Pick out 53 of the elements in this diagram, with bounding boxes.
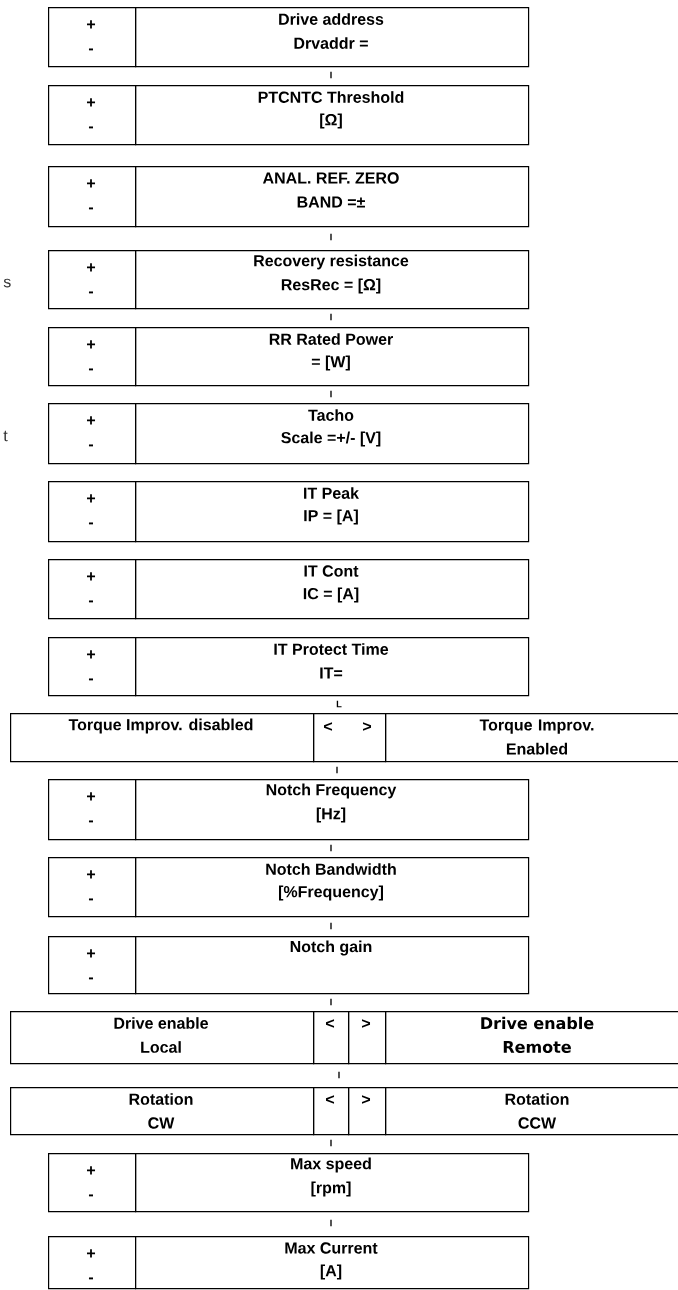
plus-minus-cell: + - — [48, 1236, 137, 1290]
tick-mark-label: I — [330, 390, 332, 398]
parameter-box: Notch Frequency [Hz] — [135, 779, 530, 841]
text-fragment: t — [3, 430, 8, 442]
tick-mark-label: I — [330, 233, 332, 241]
plus-minus-cell: + - — [48, 779, 137, 841]
plus-minus-cell: + - — [48, 936, 137, 995]
tick-mark-label: L — [336, 700, 342, 708]
option-box: Drive enable Remote — [385, 1011, 678, 1065]
parameter-box: Max speed [rpm] — [135, 1153, 530, 1213]
parameter-box: IT Cont IC = [A] — [135, 559, 530, 620]
tick-mark-label: I — [330, 1139, 332, 1147]
plus-minus-cell: + - — [48, 403, 137, 465]
parameter-box: IT Protect Time IT= — [135, 637, 530, 697]
parameter-box: Recovery resistance ResRec = [Ω] — [135, 250, 530, 310]
plus-minus-cell: + - — [48, 327, 137, 387]
text-fragment: s — [3, 278, 11, 288]
tick-mark-label: I — [330, 1219, 332, 1227]
parameter-box: Notch Bandwidth [%Frequency] — [135, 857, 530, 918]
parameter-box: Max Current [A] — [135, 1236, 530, 1290]
plus-minus-cell: + - — [48, 1153, 137, 1213]
parameter-box: ANAL. REF. ZERO BAND =± — [135, 166, 530, 228]
plus-minus-cell: + - — [48, 559, 137, 620]
tick-mark-label: I — [336, 766, 338, 774]
option-box: Torque Improv. Enabled — [385, 713, 678, 763]
parameter-box: RR Rated Power = [W] — [135, 327, 530, 387]
tick-mark-label: I — [330, 844, 332, 852]
plus-minus-cell: + - — [48, 481, 137, 543]
arrow-key-cell: > — [348, 1011, 387, 1065]
arrow-key-cell: < > — [313, 713, 387, 763]
tick-mark-label: I — [330, 998, 332, 1006]
option-box: Torque Improv. disabled — [10, 713, 315, 763]
parameter-box: Notch gain — [135, 936, 530, 995]
tick-mark-label: I — [338, 1071, 340, 1079]
parameter-box: PTCNTC Threshold [Ω] — [135, 85, 530, 146]
arrow-key-cell: > — [348, 1087, 387, 1136]
parameter-box: IT Peak IP = [A] — [135, 481, 530, 543]
plus-minus-cell: + - — [48, 166, 137, 228]
plus-minus-cell: + - — [48, 7, 137, 68]
option-box: Drive enable Local — [10, 1011, 315, 1065]
plus-minus-cell: + - — [48, 857, 137, 918]
plus-minus-cell: + - — [48, 250, 137, 310]
parameter-box: Tacho Scale =+/- [V] — [135, 403, 530, 465]
plus-minus-cell: + - — [48, 637, 137, 697]
option-box: Rotation CCW — [385, 1087, 678, 1136]
parameter-box: Drive address Drvaddr = — [135, 7, 530, 68]
arrow-key-cell: < — [313, 1011, 350, 1065]
arrow-key-cell: < — [313, 1087, 350, 1136]
plus-minus-cell: + - — [48, 85, 137, 146]
tick-mark-label: I — [330, 71, 332, 79]
option-box: Rotation CW — [10, 1087, 315, 1136]
tick-mark-label: I — [330, 922, 332, 930]
tick-mark-label: I — [330, 313, 332, 321]
